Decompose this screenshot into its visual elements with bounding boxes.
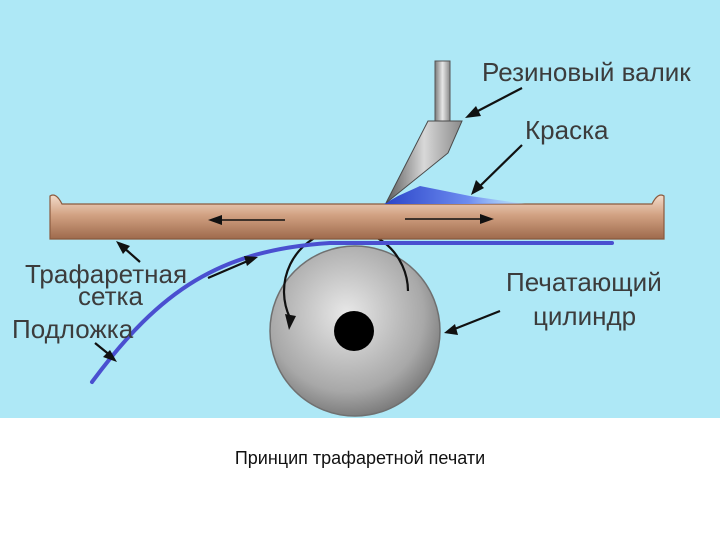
label-screen-line2: сетка xyxy=(78,281,143,311)
pointer-arrows xyxy=(94,87,523,362)
arrowhead-screen-mesh xyxy=(116,241,130,254)
stroke-left-arrowhead xyxy=(208,215,222,225)
stroke-right-arrowhead xyxy=(480,214,494,224)
slide-caption: Принцип трафаретной печати xyxy=(234,448,486,468)
arrowhead-ink xyxy=(471,180,484,195)
label-cylinder-line2: цилиндр xyxy=(533,301,637,331)
substrate-sheet xyxy=(90,241,614,384)
screen-frame xyxy=(49,194,665,240)
arrowhead-substrate xyxy=(103,350,117,362)
arrowhead-cylinder xyxy=(444,324,458,335)
screen-printing-diagram xyxy=(49,60,665,417)
cylinder-axle xyxy=(334,311,374,351)
print-cylinder xyxy=(269,228,441,417)
label-cylinder-line1: Печатающий xyxy=(506,267,662,297)
label-substrate: Подложка xyxy=(12,314,134,344)
arrowhead-screen-substrate xyxy=(244,256,258,266)
label-screen-line1: Трафаретная xyxy=(25,259,188,289)
rubber-roller-squeegee xyxy=(385,60,463,204)
ink-blob xyxy=(384,186,525,204)
arrowhead-roller xyxy=(465,106,481,118)
rotation-arrow-head xyxy=(285,314,296,330)
label-ink: Краска xyxy=(525,115,609,145)
label-rubber-roller: Резиновый валик xyxy=(482,57,691,87)
